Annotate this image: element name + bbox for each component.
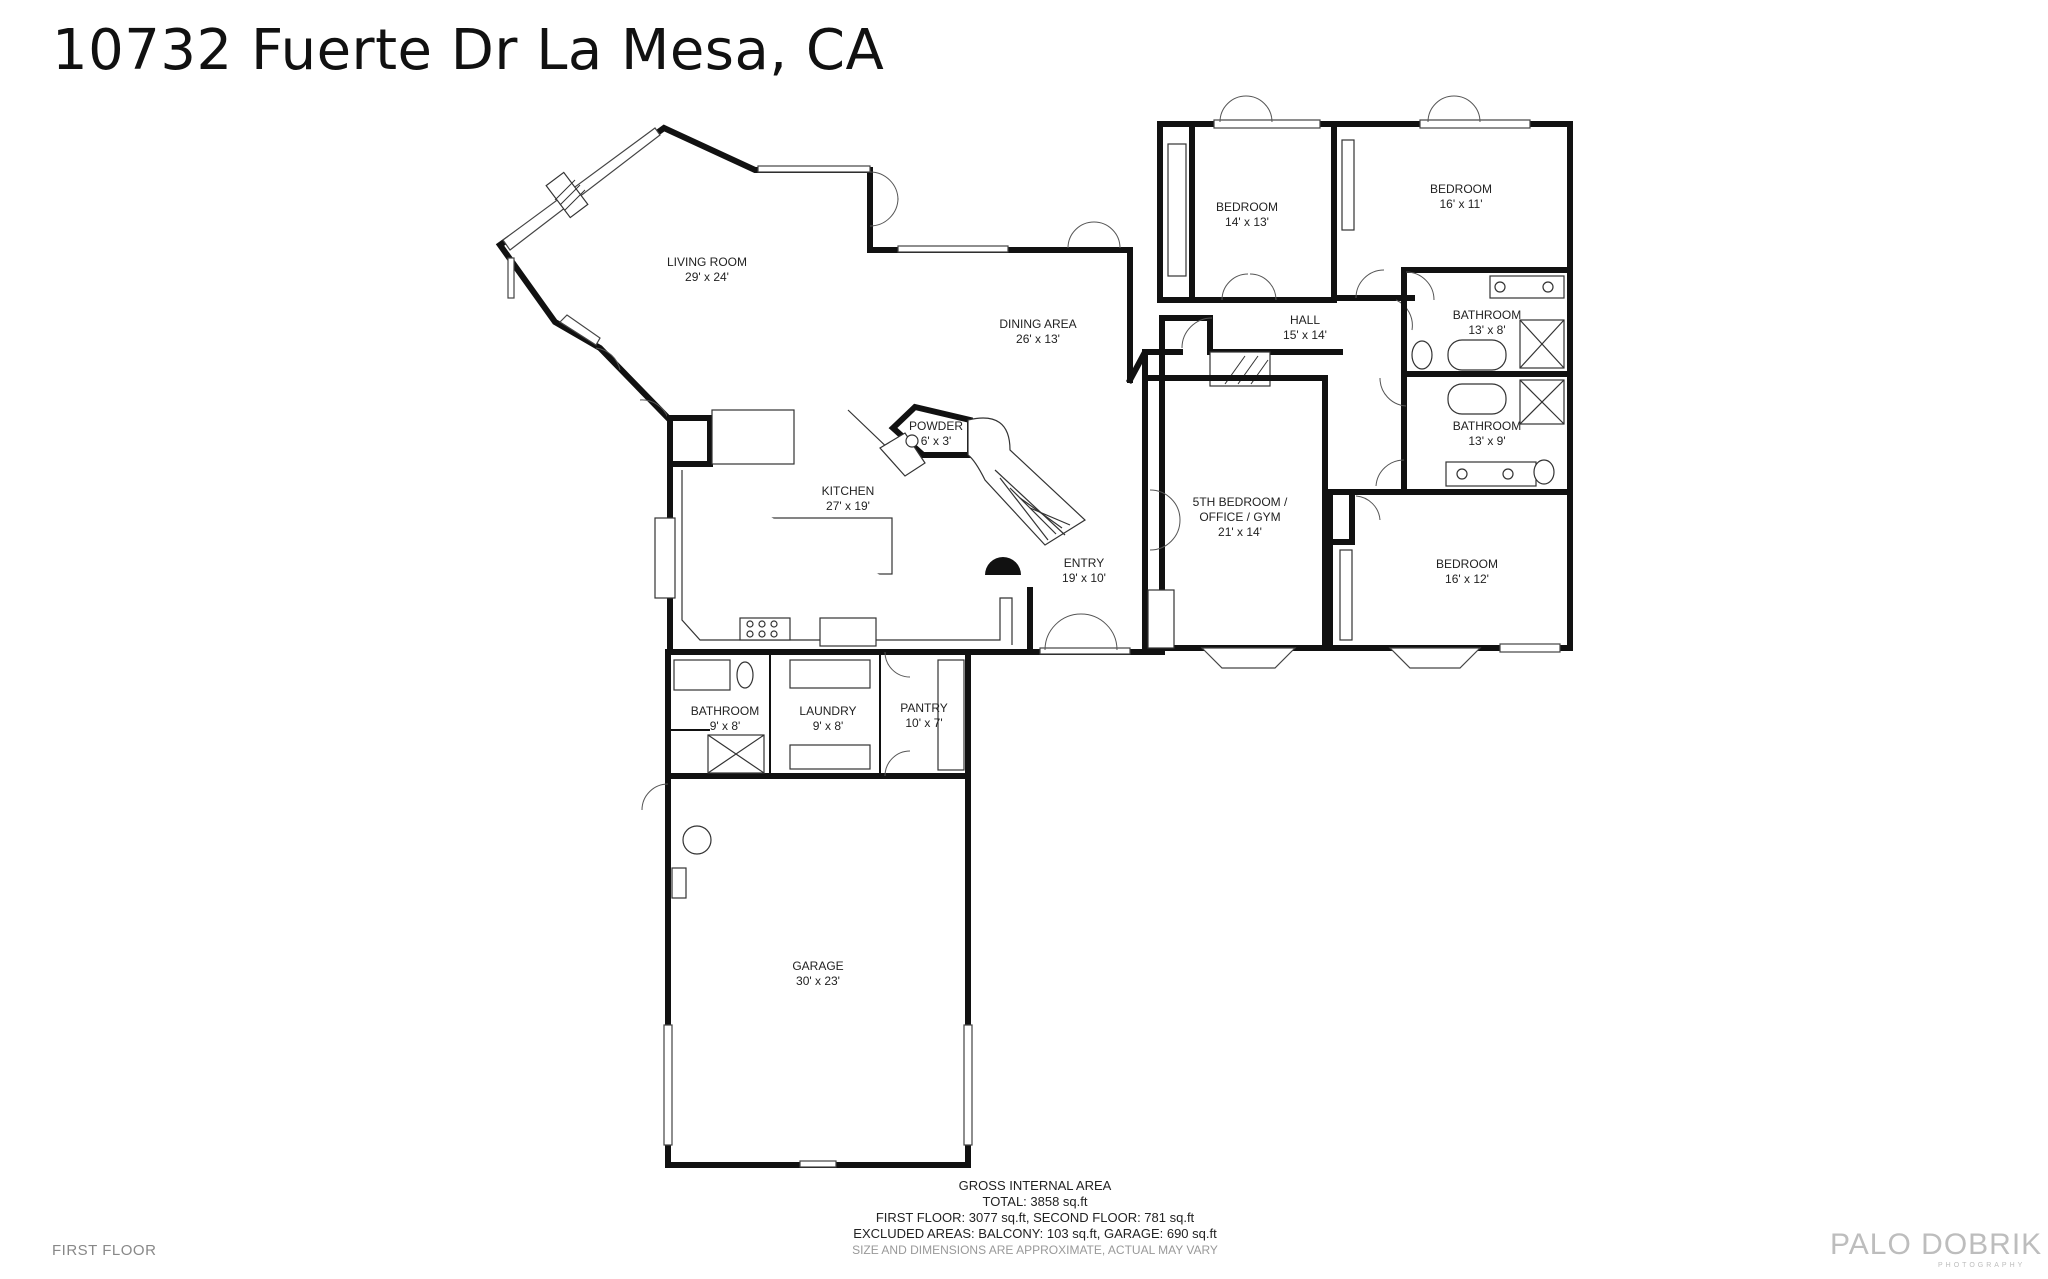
plan-title: 10732 Fuerte Dr La Mesa, CA <box>52 18 885 83</box>
room-dims: 21' x 14' <box>1218 525 1262 539</box>
gross-area-heading: GROSS INTERNAL AREA <box>958 1178 1112 1193</box>
kitchen-walls <box>654 409 1033 655</box>
watermark-sub: PHOTOGRAPHY <box>1938 1262 2026 1269</box>
room-name: BEDROOM <box>1430 182 1492 196</box>
room-dims: 29' x 24' <box>685 270 729 284</box>
gross-area-excluded: EXCLUDED AREAS: BALCONY: 103 sq.ft, GARA… <box>853 1226 1217 1241</box>
room-name: KITCHEN <box>822 484 875 498</box>
room-dims: 9' x 8' <box>813 719 844 733</box>
bedroom-3-walls <box>1327 489 1573 669</box>
gross-area-disclaimer: SIZE AND DIMENSIONS ARE APPROXIMATE, ACT… <box>852 1243 1218 1257</box>
room-dims: 14' x 13' <box>1225 215 1269 229</box>
room-name: BATHROOM <box>1453 308 1521 322</box>
room-dims: 6' x 3' <box>921 434 952 448</box>
room-name: BEDROOM <box>1216 200 1278 214</box>
room-labels: LIVING ROOM 29' x 24' DINING AREA 26' x … <box>667 182 1521 988</box>
room-dims: 16' x 12' <box>1445 572 1489 586</box>
room-dims: 30' x 23' <box>796 974 840 988</box>
room-name: LAUNDRY <box>799 704 856 718</box>
bedroom-1-walls <box>1157 95 1337 303</box>
watermark-brand: PALO DOBRIK <box>1830 1228 2043 1261</box>
room-dims: 10' x 7' <box>905 716 942 730</box>
service-wing-walls <box>665 649 971 779</box>
powder-stair <box>879 403 1086 546</box>
gross-area-floors: FIRST FLOOR: 3077 sq.ft, SECOND FLOOR: 7… <box>875 1210 1195 1225</box>
hall-walls <box>1159 299 1413 387</box>
room-dims: 13' x 8' <box>1468 323 1505 337</box>
room-name: HALL <box>1290 313 1320 327</box>
room-name: 5TH BEDROOM / <box>1193 495 1288 509</box>
garage-walls <box>641 773 973 1168</box>
room-name: PANTRY <box>900 701 948 715</box>
bathroom-13x8-walls <box>1401 267 1573 377</box>
fireplace-icon <box>545 171 589 219</box>
room-name: BATHROOM <box>1453 419 1521 433</box>
room-dims: 13' x 9' <box>1468 434 1505 448</box>
room-name: GARAGE <box>792 959 843 973</box>
room-dims: 19' x 10' <box>1062 571 1106 585</box>
room-name: BEDROOM <box>1436 557 1498 571</box>
room-name: DINING AREA <box>999 317 1076 331</box>
living-room-walls <box>495 124 1133 423</box>
floor-label: FIRST FLOOR <box>52 1242 157 1259</box>
room-dims: 26' x 13' <box>1016 332 1060 346</box>
room-dims: 16' x 11' <box>1439 197 1482 211</box>
room-name: ENTRY <box>1064 556 1104 570</box>
room-name: POWDER <box>909 419 963 433</box>
room-dims: 15' x 14' <box>1283 328 1327 342</box>
column-icon <box>985 557 1021 575</box>
room-name: BATHROOM <box>691 704 759 718</box>
stove-icon <box>739 617 791 641</box>
room-dims: 27' x 19' <box>826 499 870 513</box>
fifth-bedroom-walls <box>1142 349 1328 669</box>
water-heater-icon <box>682 825 712 855</box>
room-dims: 9' x 8' <box>710 719 741 733</box>
room-name: LIVING ROOM <box>667 255 747 269</box>
gross-area-total: TOTAL: 3858 sq.ft <box>982 1194 1088 1209</box>
bathroom-13x9-walls <box>1375 371 1573 495</box>
photographer-watermark: PALO DOBRIK PHOTOGRAPHY <box>1830 1228 2041 1272</box>
bedroom-2-walls <box>1331 95 1573 301</box>
room-name-line2: OFFICE / GYM <box>1199 510 1280 524</box>
